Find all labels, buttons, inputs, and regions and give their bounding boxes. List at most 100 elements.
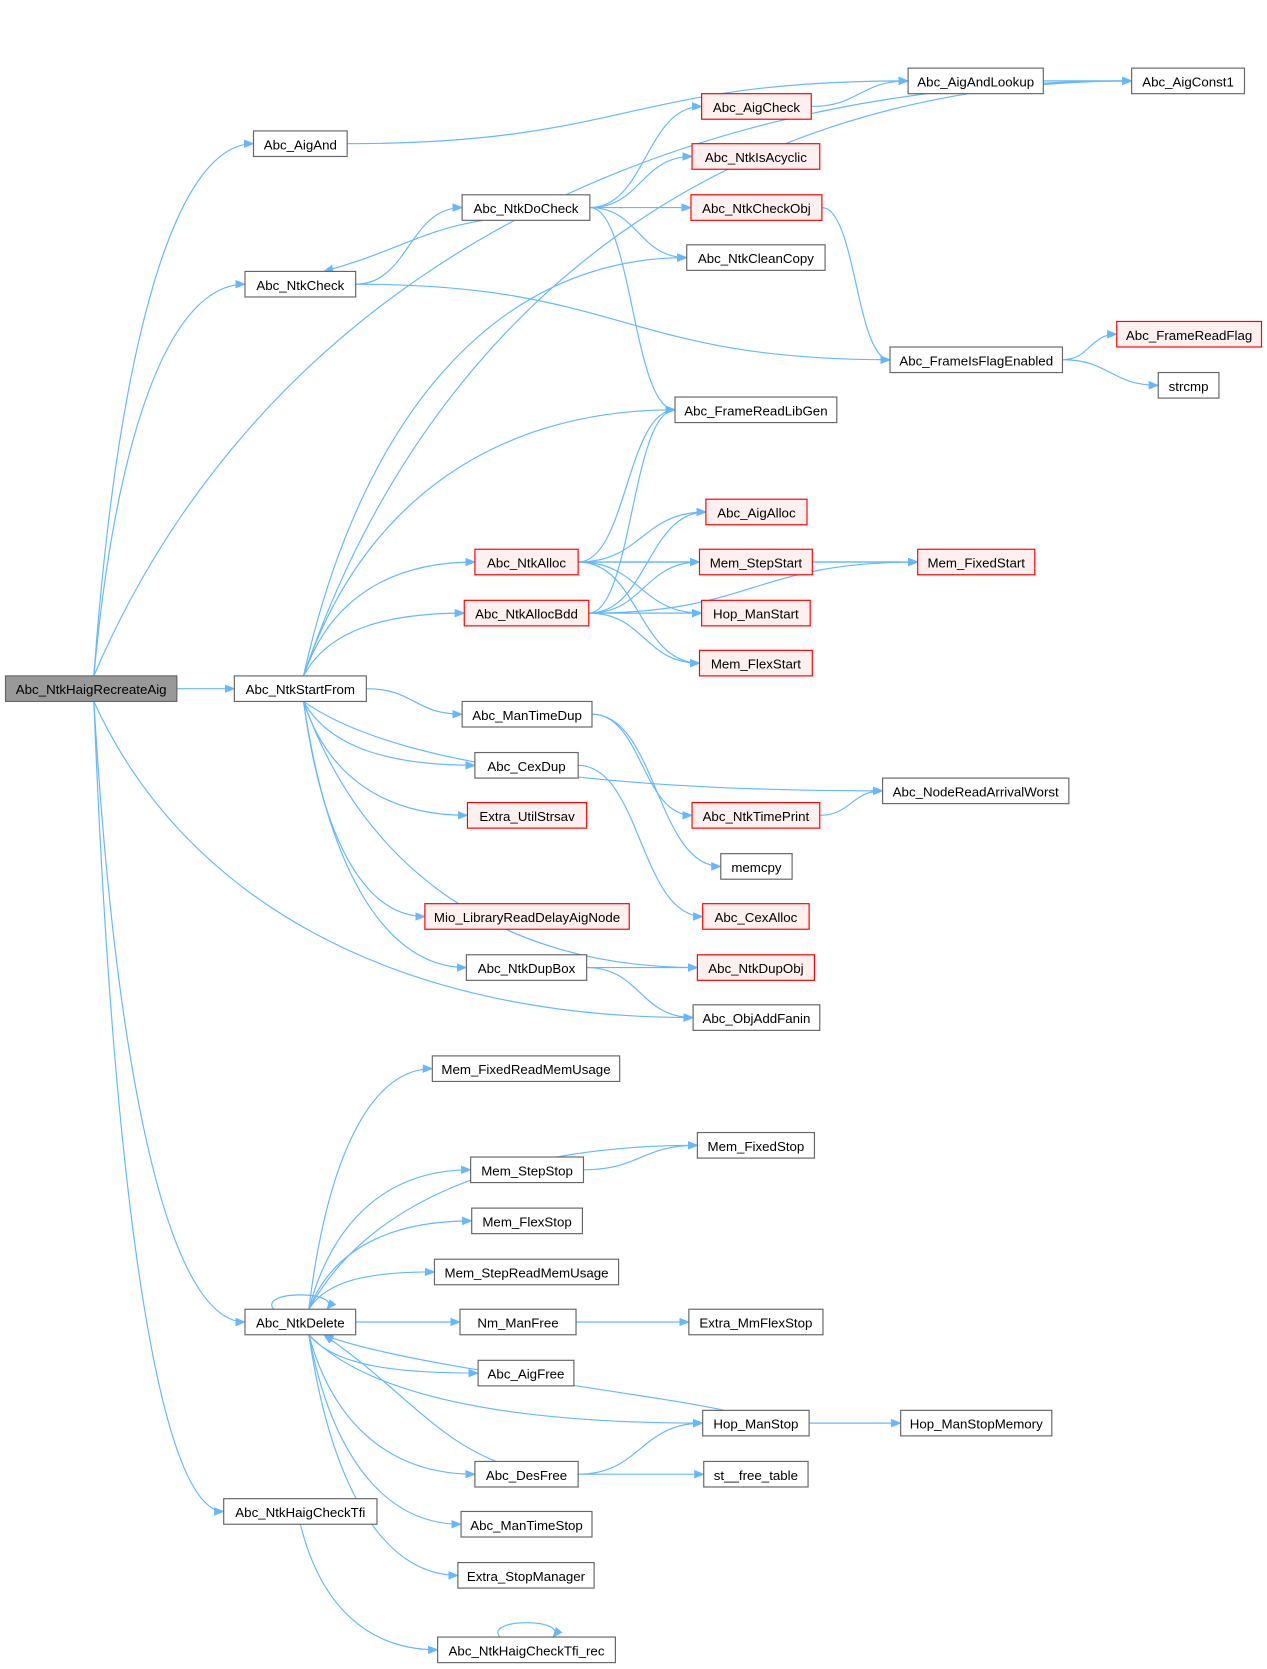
node-box [465, 954, 588, 981]
node-label: Extra_MmFlexStop [699, 1316, 812, 1331]
node-ntk-check-obj[interactable]: Abc_NtkCheckObj [690, 194, 823, 221]
node-aig-and-lookup[interactable]: Abc_AigAndLookup [907, 67, 1044, 95]
node-mem-fixed-stop[interactable]: Mem_FixedStop [696, 1131, 816, 1159]
node-label: Abc_NtkHaigCheckTfi [235, 1505, 365, 1520]
node-ntk-check[interactable]: Abc_NtkCheck [244, 270, 357, 298]
node-box [688, 1308, 824, 1336]
node-box [461, 194, 591, 221]
edge-ntk-alloc-to-frame-read-lib-gen [578, 405, 677, 563]
node-mem-fixed-start[interactable]: Mem_FixedStart [917, 548, 1036, 576]
node-box [691, 801, 821, 829]
node-aig-const1[interactable]: Abc_AigConst1 [1131, 67, 1246, 95]
node-obj-add-fanin[interactable]: Abc_ObjAddFanin [692, 1004, 821, 1031]
node-label: Abc_ObjAddFanin [702, 1011, 810, 1026]
node-ntk-do-check[interactable]: Abc_NtkDoCheck [461, 194, 591, 221]
edge-man-time-dup-to-memcpy [591, 713, 722, 871]
node-mio-delay[interactable]: Mio_LibraryReadDelayAigNode [424, 903, 630, 930]
node-hop-man-start[interactable]: Hop_ManStart [701, 599, 811, 627]
node-ntk-dup-obj[interactable]: Abc_NtkDupObj [696, 954, 816, 981]
edge-ntk-haig-check-tfi-to-tfi-rec [299, 1524, 439, 1655]
node-mem-flex-stop[interactable]: Mem_FlexStop [471, 1207, 583, 1235]
edge-ntk-start-from-to-mio-delay [302, 701, 426, 921]
node-cex-dup[interactable]: Abc_CexDup [474, 751, 579, 779]
node-mem-step-stop[interactable]: Mem_StepStop [470, 1156, 585, 1184]
node-ntk-is-acyclic[interactable]: Abc_NtkIsAcyclic [691, 143, 821, 170]
edge-root-to-aig-const1 [93, 76, 1133, 677]
node-hop-man-stop-memory[interactable]: Hop_ManStopMemory [900, 1409, 1053, 1437]
node-label: Abc_NtkCheck [256, 278, 344, 293]
node-ntk-time-print[interactable]: Abc_NtkTimePrint [691, 801, 821, 829]
node-mm-flex-stop[interactable]: Extra_MmFlexStop [688, 1308, 824, 1336]
edge-ntk-alloc-to-aig-alloc [578, 507, 707, 563]
edge-mem-step-stop-to-mem-fixed-stop [583, 1141, 699, 1171]
node-ntk-dup-box[interactable]: Abc_NtkDupBox [465, 954, 588, 981]
node-ntk-haig-check-tfi[interactable]: Abc_NtkHaigCheckTfi [223, 1498, 378, 1525]
node-frame-read-flag[interactable]: Abc_FrameReadFlag [1116, 320, 1263, 348]
node-cex-alloc[interactable]: Abc_CexAlloc [702, 903, 810, 930]
edge-ntk-alloc-bdd-to-mem-flex-start [588, 612, 701, 668]
node-box [686, 244, 826, 271]
node-memcpy[interactable]: memcpy [720, 853, 793, 880]
node-box [698, 548, 813, 576]
node-box [437, 1636, 616, 1664]
node-mem-step-start[interactable]: Mem_StepStart [698, 548, 813, 576]
edge-frame-is-flag-enabled-to-frame-read-flag [1062, 329, 1118, 361]
node-ntk-delete[interactable]: Abc_NtkDelete [244, 1308, 357, 1336]
node-box [461, 700, 593, 728]
node-man-time-dup[interactable]: Abc_ManTimeDup [461, 700, 593, 728]
node-ntk-alloc-bdd[interactable]: Abc_NtkAllocBdd [463, 599, 590, 627]
node-mem-step-read-mem-usage[interactable]: Mem_StepReadMemUsage [433, 1258, 620, 1286]
node-aig-check[interactable]: Abc_AigCheck [701, 93, 812, 120]
node-ntk-alloc[interactable]: Abc_NtkAlloc [474, 548, 579, 576]
node-box [881, 777, 1070, 805]
node-nm-man-free[interactable]: Nm_ManFree [459, 1308, 577, 1336]
node-box [698, 649, 813, 677]
edge-root-to-aig-and [93, 139, 255, 676]
node-box [720, 853, 793, 880]
node-frame-read-lib-gen[interactable]: Abc_FrameReadLibGen [674, 396, 838, 424]
node-label: Abc_AigAndLookup [917, 74, 1034, 89]
node-label: Abc_CexAlloc [715, 910, 798, 925]
nodes-layer: Abc_NtkHaigRecreateAig Abc_AigAndAbc_NtkC… [4, 67, 1263, 1664]
node-ntk-clean-copy[interactable]: Abc_NtkCleanCopy [686, 244, 826, 271]
node-box [244, 1308, 357, 1336]
node-box [223, 1498, 378, 1525]
node-box [889, 346, 1064, 374]
node-label: Abc_CexDup [487, 759, 565, 774]
node-box [433, 1258, 620, 1286]
edge-ntk-time-print-to-node-read-arrival-worst [819, 786, 884, 816]
node-label: Mem_FlexStart [711, 657, 801, 672]
edge-ntk-check-to-frame-is-flag-enabled [355, 283, 892, 365]
node-label: Abc_NtkStartFrom [246, 682, 355, 697]
node-util-strsav[interactable]: Extra_UtilStrsav [466, 801, 588, 829]
node-box [463, 599, 590, 627]
edge-ntk-start-from-to-ntk-dup-box [302, 701, 468, 972]
node-aig-alloc[interactable]: Abc_AigAlloc [705, 498, 808, 526]
node-man-time-stop[interactable]: Abc_ManTimeStop [460, 1510, 593, 1538]
node-label: Abc_FrameReadLibGen [684, 403, 827, 418]
edge-ntk-delete-to-mem-fixed-stop [308, 1141, 699, 1310]
node-box [431, 1055, 621, 1083]
node-frame-is-flag-enabled[interactable]: Abc_FrameIsFlagEnabled [889, 346, 1064, 374]
node-st-free-table[interactable]: st__free_table [703, 1460, 809, 1488]
node-aig-free[interactable]: Abc_AigFree [477, 1359, 575, 1387]
node-label: Abc_NtkDupObj [708, 961, 803, 976]
node-mem-flex-start[interactable]: Mem_FlexStart [698, 649, 813, 677]
node-tfi-rec[interactable]: Abc_NtkHaigCheckTfi_rec [437, 1636, 616, 1664]
node-strcmp[interactable]: strcmp [1157, 371, 1220, 399]
node-hop-man-stop[interactable]: Hop_ManStop [702, 1409, 810, 1437]
node-aig-and[interactable]: Abc_AigAnd [252, 130, 348, 158]
node-node-read-arrival-worst[interactable]: Abc_NodeReadArrivalWorst [881, 777, 1070, 805]
node-ntk-start-from[interactable]: Abc_NtkStartFrom [233, 675, 367, 703]
edge-root-to-obj-add-fanin [93, 701, 695, 1022]
node-mem-fixed-read-mem-usage[interactable]: Mem_FixedReadMemUsage [431, 1055, 621, 1083]
node-des-free[interactable]: Abc_DesFree [474, 1460, 579, 1488]
node-box [1116, 320, 1263, 348]
node-stop-manager[interactable]: Extra_StopManager [457, 1561, 595, 1589]
edge-ntk-start-from-to-ntk-clean-copy [302, 253, 688, 677]
edges-layer [93, 76, 1160, 1655]
node-root[interactable]: Abc_NtkHaigRecreateAig [4, 675, 178, 703]
edge-ntk-start-from-to-cex-dup [303, 701, 476, 770]
edge-cex-dup-to-cex-alloc [578, 764, 704, 921]
